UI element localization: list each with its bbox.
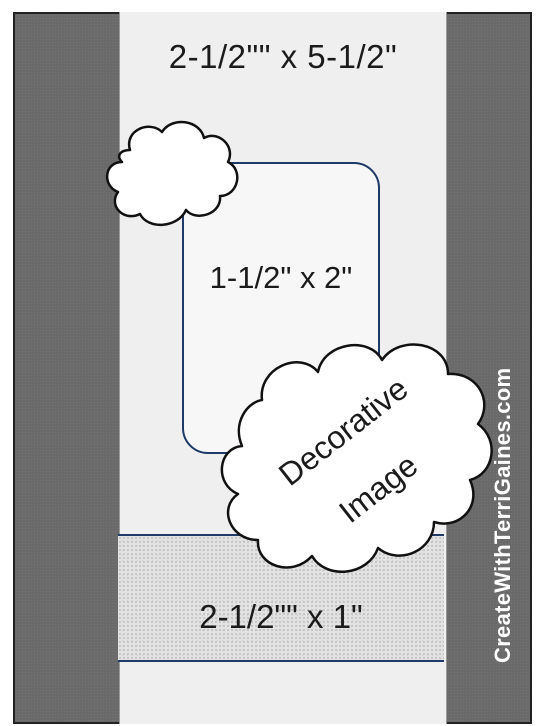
mat-size-label: 1-1/2" x 2" — [209, 260, 353, 295]
card-size-label: 2-1/2"" x 5-1/2" — [168, 38, 398, 75]
small-cloud — [106, 120, 239, 227]
left-panel — [15, 14, 119, 722]
right-panel — [447, 14, 530, 722]
decorative-cloud: Decorative Image — [220, 343, 493, 573]
site-watermark: CreateWithTerriGaines.com — [490, 367, 515, 663]
band-size-label: 2-1/2"" x 1" — [199, 598, 363, 635]
